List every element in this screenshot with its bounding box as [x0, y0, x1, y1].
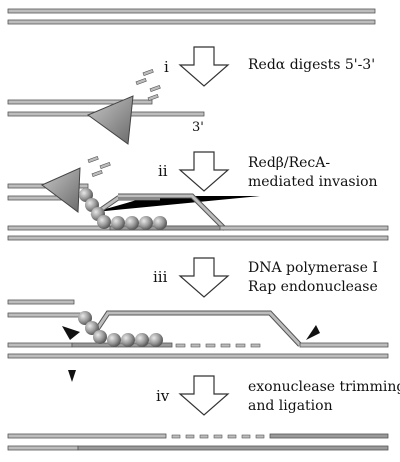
- step-iv-numeral: iv: [156, 387, 170, 405]
- step-ii-description-line1: Redβ/RecA-: [248, 155, 331, 171]
- step-i-arrow: [178, 46, 230, 87]
- panel3-target-duplex: [7, 342, 389, 359]
- step-i-numeral: i: [164, 58, 169, 76]
- step-iii-description-line1: DNA polymerase I: [248, 260, 378, 276]
- step-ii-description-line2: mediated invasion: [248, 174, 378, 190]
- redbeta-protein-filament: [79, 188, 167, 230]
- step-iv-arrow: [178, 375, 230, 416]
- step-iii-numeral: iii: [153, 268, 168, 286]
- step-iv-description-line2: and ligation: [248, 398, 333, 414]
- step-iv-description-line1: exonuclease trimming: [248, 379, 400, 395]
- final-duplex: [7, 433, 389, 451]
- initial-duplex: [7, 8, 376, 25]
- panel3-protein-filament: [78, 311, 163, 347]
- redalpha-triangle-2: [41, 167, 81, 213]
- redalpha-triangle: [86, 95, 134, 145]
- three-prime-end-label: 3': [192, 120, 204, 135]
- step-iii-arrow: [178, 257, 230, 298]
- step-ii-arrow: [178, 151, 230, 192]
- cleavage-site-markers: [62, 325, 320, 382]
- panel3-displaced-strand: [91, 310, 302, 347]
- target-duplex: [7, 225, 389, 241]
- released-nucleotides-2: [87, 155, 111, 177]
- released-nucleotides: [135, 68, 161, 101]
- step-ii-numeral: ii: [158, 162, 168, 180]
- step-iii-description-line2: Rap endonuclease: [248, 279, 378, 295]
- panel3-incoming-strands: [7, 299, 87, 318]
- step-i-description: Redα digests 5'-3': [248, 57, 376, 73]
